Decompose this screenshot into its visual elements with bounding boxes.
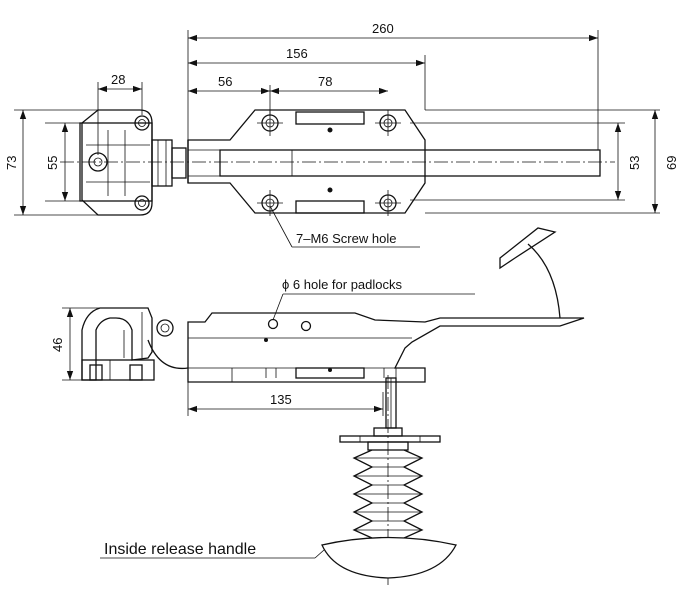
release-handle-label: Inside release handle	[104, 541, 256, 558]
dim-69-label: 69	[664, 156, 679, 170]
screw-hole-4	[375, 190, 401, 216]
screw-hole-3	[257, 190, 283, 216]
dim-46-label: 46	[50, 338, 65, 352]
padlock-hole-label: ϕ 6 hole for padlocks	[282, 277, 403, 292]
dim-55-label: 55	[45, 156, 60, 170]
side-view: ϕ 6 hole for padlocks 46 135	[50, 227, 585, 585]
bellows	[352, 449, 424, 539]
dim-78-label: 78	[318, 74, 332, 89]
dim-156-label: 156	[286, 46, 308, 61]
screw-hole-2	[375, 110, 401, 136]
dim-135-label: 135	[270, 392, 292, 407]
dim-28-label: 28	[111, 72, 125, 87]
hinge-hole-top	[134, 115, 150, 131]
screw-hole-label: 7–M6 Screw hole	[296, 231, 396, 246]
dim-260-label: 260	[372, 21, 394, 36]
padlock-hole-2	[300, 320, 312, 332]
dim-56-label: 56	[218, 74, 232, 89]
dim-73-label: 73	[4, 156, 19, 170]
top-view: 260 156 56 78 28 73 55 53 69 7–M6 Screw …	[4, 21, 679, 248]
release-handle-knob	[321, 536, 457, 579]
hinge-hole-bottom	[134, 195, 150, 211]
padlock-hole-1	[267, 318, 279, 330]
dim-53-label: 53	[627, 156, 642, 170]
